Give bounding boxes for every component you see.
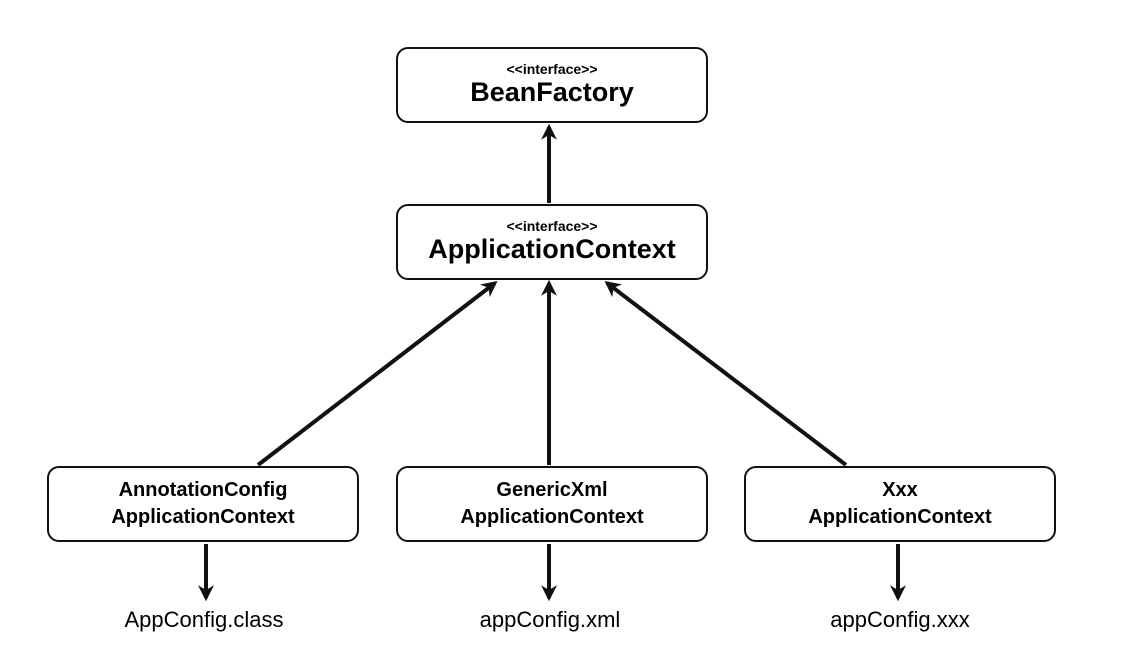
config-label-genericxml: appConfig.xml [479, 607, 621, 632]
annotationconfig-box: AnnotationConfig ApplicationContext [47, 466, 359, 542]
xxx-box: Xxx ApplicationContext [744, 466, 1056, 542]
xxx-line2: ApplicationContext [808, 506, 992, 528]
applicationcontext-stereotype: <<interface>> [506, 218, 598, 234]
annotationconfig-line2: ApplicationContext [111, 506, 295, 528]
beanfactory-box: <<interface>> BeanFactory [396, 47, 708, 123]
inheritance-arrow-annotation-to-context [256, 281, 498, 467]
beanfactory-name: BeanFactory [470, 77, 634, 107]
annotationconfig-line1: AnnotationConfig [118, 479, 288, 501]
inheritance-arrow-xxx-to-context [604, 281, 848, 467]
config-label-annotation: AppConfig.class [124, 607, 284, 632]
genericxml-box: GenericXml ApplicationContext [396, 466, 708, 542]
applicationcontext-name: ApplicationContext [428, 234, 676, 264]
config-label-xxx: appConfig.xxx [830, 607, 970, 632]
genericxml-line2: ApplicationContext [460, 506, 644, 528]
xxx-line1: Xxx [882, 479, 918, 501]
applicationcontext-box: <<interface>> ApplicationContext [396, 204, 708, 280]
beanfactory-stereotype: <<interface>> [506, 61, 598, 77]
genericxml-line1: GenericXml [496, 479, 608, 501]
